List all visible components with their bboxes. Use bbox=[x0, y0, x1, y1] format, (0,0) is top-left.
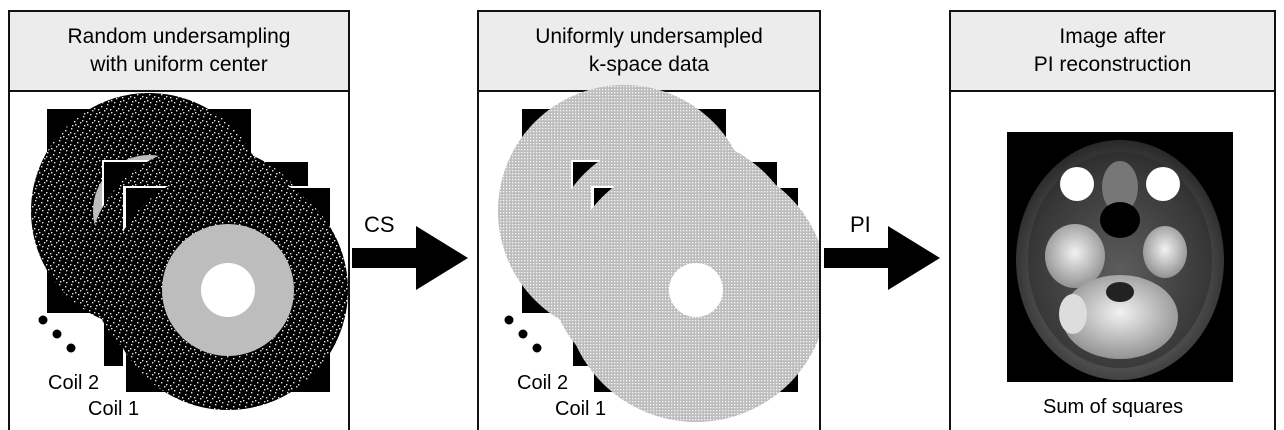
panel-header: Random undersampling with uniform center bbox=[10, 12, 348, 92]
coil-2-label: Coil 2 bbox=[517, 372, 569, 394]
panel-title: Image after PI reconstruction bbox=[1033, 25, 1192, 76]
pi-arrow bbox=[824, 226, 940, 290]
ellipsis-dot bbox=[52, 329, 62, 339]
coil-1-label: Coil 1 bbox=[555, 398, 607, 420]
ellipsis-dot bbox=[504, 315, 514, 325]
panel-header: Image after PI reconstruction bbox=[951, 12, 1274, 92]
kspace-uniform-coil-1 bbox=[564, 158, 819, 422]
cs-arrow-label: CS bbox=[364, 212, 395, 237]
panel-title: Uniformly undersampled k-space data bbox=[535, 25, 763, 76]
ellipsis-dot bbox=[38, 315, 48, 325]
kspace-stack-random bbox=[31, 93, 348, 410]
panel-uniform-kspace: Uniformly undersampled k-space data Coil… bbox=[477, 10, 821, 430]
ellipsis-dot bbox=[532, 343, 542, 353]
ellipsis-dot bbox=[518, 329, 528, 339]
panel-pi-reconstruction: Image after PI reconstruction Sum of squ… bbox=[949, 10, 1276, 430]
kspace-mask-coil-1 bbox=[108, 170, 348, 410]
sum-of-squares-caption: Sum of squares bbox=[1043, 396, 1184, 418]
coil-2-label: Coil 2 bbox=[48, 372, 100, 394]
kspace-stack-uniform bbox=[498, 85, 819, 422]
panel-title: Random undersampling with uniform center bbox=[67, 25, 291, 76]
cs-arrow bbox=[352, 226, 468, 290]
coil-1-label: Coil 1 bbox=[88, 398, 140, 420]
panel-header: Uniformly undersampled k-space data bbox=[479, 12, 819, 92]
panel-random-undersampling: Random undersampling with uniform center bbox=[8, 10, 350, 430]
ellipsis-dot bbox=[66, 343, 76, 353]
pi-arrow-label: PI bbox=[850, 212, 871, 237]
reconstructed-mri-image bbox=[1007, 132, 1233, 382]
